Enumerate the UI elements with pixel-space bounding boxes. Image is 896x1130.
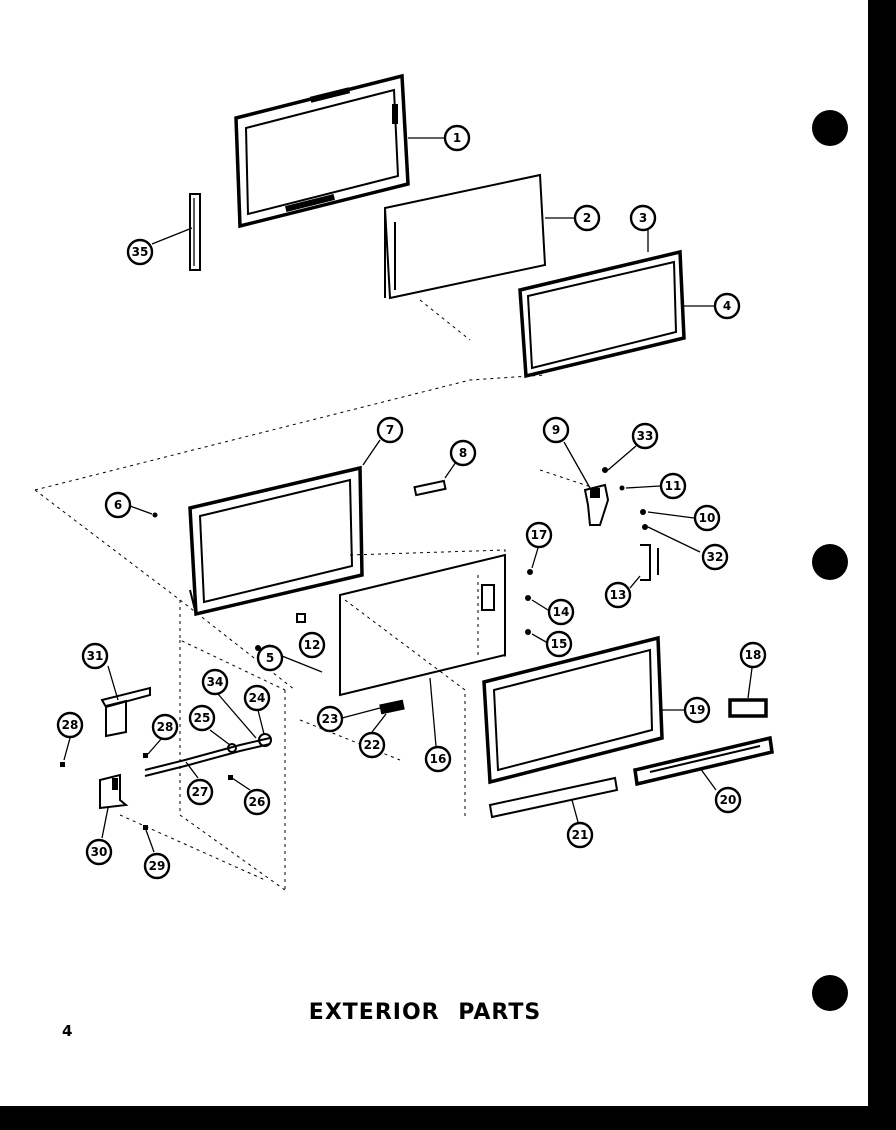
svg-text:26: 26: [249, 795, 266, 809]
callout-31: 31: [81, 642, 109, 670]
svg-text:9: 9: [552, 423, 560, 437]
svg-text:25: 25: [194, 711, 211, 725]
callout-30: 30: [85, 838, 113, 866]
callout-16: 16: [424, 745, 452, 773]
svg-text:2: 2: [583, 211, 591, 225]
callout-28-right: 28: [151, 713, 179, 741]
svg-text:10: 10: [699, 511, 716, 525]
exploded-parts-diagram: 1 2 3 4 5 6 7 8 9 10 11 12 13 14 15 16 1…: [34, 73, 774, 891]
svg-text:3: 3: [639, 211, 647, 225]
svg-text:21: 21: [572, 828, 589, 842]
part-2-panel: [383, 173, 547, 300]
assembly-guide-lines: [34, 299, 601, 891]
diagram-sheet: 1 2 3 4 5 6 7 8 9 10 11 12 13 14 15 16 1…: [0, 0, 868, 1106]
svg-text:28: 28: [157, 720, 174, 734]
svg-text:17: 17: [531, 528, 548, 542]
svg-text:14: 14: [553, 605, 570, 619]
svg-text:19: 19: [689, 703, 706, 717]
callout-3: 3: [629, 204, 657, 232]
part-1-outer-frame: [234, 73, 410, 229]
callout-18: 18: [739, 641, 767, 669]
callout-32: 32: [701, 543, 729, 571]
binder-hole-top: [812, 110, 848, 146]
svg-text:18: 18: [745, 648, 762, 662]
part-7-door-frame: [188, 465, 364, 617]
callout-11: 11: [659, 472, 687, 500]
svg-text:35: 35: [132, 245, 149, 259]
hinge-assembly: [60, 686, 272, 830]
part-21-lower-trim: [488, 776, 619, 819]
callout-24: 24: [243, 684, 271, 712]
fasteners: [152, 467, 648, 651]
callout-2: 2: [573, 204, 601, 232]
svg-text:7: 7: [386, 423, 394, 437]
page-title: EXTERIOR PARTS: [308, 1000, 542, 1025]
leader-lines: [63, 137, 753, 853]
svg-text:28: 28: [62, 718, 79, 732]
part-13-bracket: [640, 544, 659, 581]
svg-text:13: 13: [610, 588, 627, 602]
part-9-latch: [583, 483, 610, 526]
callout-22: 22: [358, 731, 386, 759]
callout-8: 8: [449, 439, 477, 467]
callout-29: 29: [143, 852, 171, 880]
svg-text:23: 23: [322, 712, 339, 726]
part-19-door-panel: [482, 635, 664, 785]
callout-25: 25: [188, 704, 216, 732]
svg-text:30: 30: [91, 845, 108, 859]
callout-7: 7: [376, 416, 404, 444]
callout-5: 5: [256, 644, 284, 672]
svg-text:32: 32: [707, 550, 724, 564]
svg-text:29: 29: [149, 859, 166, 873]
svg-text:11: 11: [665, 479, 682, 493]
svg-text:20: 20: [720, 793, 737, 807]
svg-text:12: 12: [304, 638, 321, 652]
part-16-back-panel: [339, 553, 506, 697]
callout-14: 14: [547, 598, 575, 626]
part-3-4-glass-frame: [518, 249, 686, 379]
svg-text:31: 31: [87, 649, 104, 663]
svg-text:15: 15: [551, 637, 568, 651]
svg-text:5: 5: [266, 651, 274, 665]
callout-17: 17: [525, 521, 553, 549]
callout-19: 19: [683, 696, 711, 724]
svg-text:8: 8: [459, 446, 467, 460]
part-18-end-cap: [728, 698, 768, 718]
callout-4: 4: [713, 292, 741, 320]
callout-27: 27: [186, 778, 214, 806]
callout-21: 21: [566, 821, 594, 849]
part-20-bottom-rail: [633, 735, 774, 787]
callout-1: 1: [443, 124, 471, 152]
callout-34: 34: [201, 668, 229, 696]
svg-text:16: 16: [430, 752, 447, 766]
svg-text:6: 6: [114, 498, 122, 512]
callout-9: 9: [542, 416, 570, 444]
callout-15: 15: [545, 630, 573, 658]
binder-hole-middle: [812, 544, 848, 580]
callout-13: 13: [604, 581, 632, 609]
part-8-handle: [413, 479, 447, 497]
svg-text:24: 24: [249, 691, 266, 705]
binder-hole-bottom: [812, 975, 848, 1011]
svg-text:4: 4: [723, 299, 731, 313]
svg-text:1: 1: [453, 131, 461, 145]
svg-text:34: 34: [207, 675, 224, 689]
callout-23: 23: [316, 705, 344, 733]
svg-text:33: 33: [637, 429, 654, 443]
callout-26: 26: [243, 788, 271, 816]
callout-33: 33: [631, 422, 659, 450]
part-35-trim-strip: [189, 193, 201, 271]
callout-6: 6: [104, 491, 132, 519]
svg-text:22: 22: [364, 738, 381, 752]
part-22-23-spring: [379, 699, 405, 715]
callout-35: 35: [126, 238, 154, 266]
callout-20: 20: [714, 786, 742, 814]
page-number: 4: [62, 1022, 73, 1040]
callout-10: 10: [693, 504, 721, 532]
callout-28-left: 28: [56, 711, 84, 739]
svg-text:27: 27: [192, 785, 209, 799]
callout-12: 12: [298, 631, 326, 659]
